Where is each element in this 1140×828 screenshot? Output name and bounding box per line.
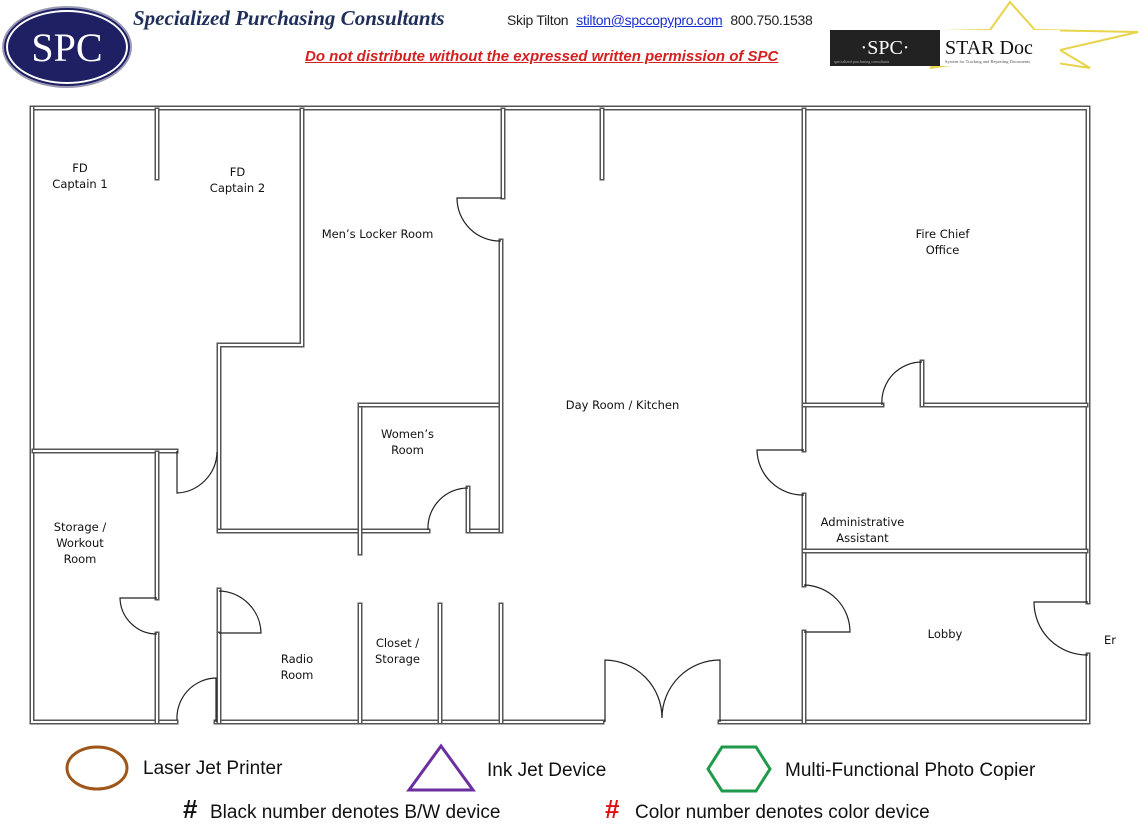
wall [717, 652, 1091, 725]
room-administrative-assistant: Administrative Assistant [820, 515, 905, 545]
doors [119, 197, 1089, 722]
stardoc-logo: ·SPC· STAR Doc System for Tracking and R… [830, 0, 1139, 69]
door-swing [176, 451, 218, 494]
spc-logo-text: SPC [6, 10, 128, 84]
room-closet-storage: Closet / Storage [375, 636, 420, 666]
door-swing [176, 677, 217, 722]
door-swing [604, 659, 721, 722]
legend-ink-jet-label: Ink Jet Device [487, 760, 607, 781]
wall [29, 105, 1091, 605]
contact-phone: 800.750.1538 [730, 12, 813, 28]
door-swing [881, 361, 923, 406]
laser-printer-circle-icon [65, 745, 129, 791]
door-swing [218, 590, 262, 634]
wall [719, 654, 1089, 723]
wall [218, 109, 303, 532]
door-swing [756, 449, 805, 496]
contact-email-link[interactable]: stilton@spccopypro.com [576, 12, 723, 28]
legend-color-note: Color number denotes color device [635, 802, 930, 823]
bw-number-symbol: # [183, 794, 198, 824]
room-fire-chief-office: Fire Chief Office [915, 227, 970, 257]
company-name: Specialized Purchasing Consultants [133, 6, 445, 30]
wall [29, 105, 179, 725]
legend-mfp-label: Multi-Functional Photo Copier [785, 760, 1036, 781]
room-womens: Women’s Room [381, 427, 434, 457]
mfp-hexagon-icon [706, 745, 772, 793]
room-fd-captain-1: FD Captain 1 [52, 161, 108, 191]
door-swing [1033, 601, 1089, 656]
door-swing [456, 197, 502, 242]
room-entrance: Er [1104, 633, 1116, 647]
door-swing [119, 597, 158, 635]
room-day-room-kitchen: Day Room / Kitchen [565, 398, 680, 412]
wall [31, 107, 1089, 603]
wall [31, 107, 177, 723]
walls [29, 105, 1091, 725]
room-lobby: Lobby [927, 627, 963, 641]
stardoc-right-text: STAR Doc [945, 37, 1033, 59]
room-fd-captain-2: FD Captain 2 [209, 165, 266, 195]
door-swing [427, 487, 469, 531]
stardoc-tagline: System for Tracking and Reporting Docume… [945, 59, 1030, 64]
stardoc-left-text: ·SPC· [861, 37, 910, 59]
door-swing [803, 584, 851, 633]
contact-info: Skip Tilton stilton@spccopypro.com 800.750… [507, 12, 813, 28]
legend-bw-note: Black number denotes B/W device [210, 802, 501, 823]
legend-laser-jet-label: Laser Jet Printer [143, 758, 283, 779]
room-mens-locker: Men’s Locker Room [321, 227, 434, 241]
distribution-warning: Do not distribute without the expressed … [305, 48, 779, 65]
color-number-symbol: # [605, 794, 620, 824]
room-radio: Radio Room [280, 652, 314, 682]
stardoc-sub: specialized purchasing consultants [834, 59, 890, 64]
contact-name: Skip Tilton [507, 12, 569, 28]
ink-jet-triangle-icon [406, 743, 476, 792]
room-storage-workout: Storage / Workout Room [53, 520, 107, 566]
spc-logo: SPC [2, 6, 132, 88]
